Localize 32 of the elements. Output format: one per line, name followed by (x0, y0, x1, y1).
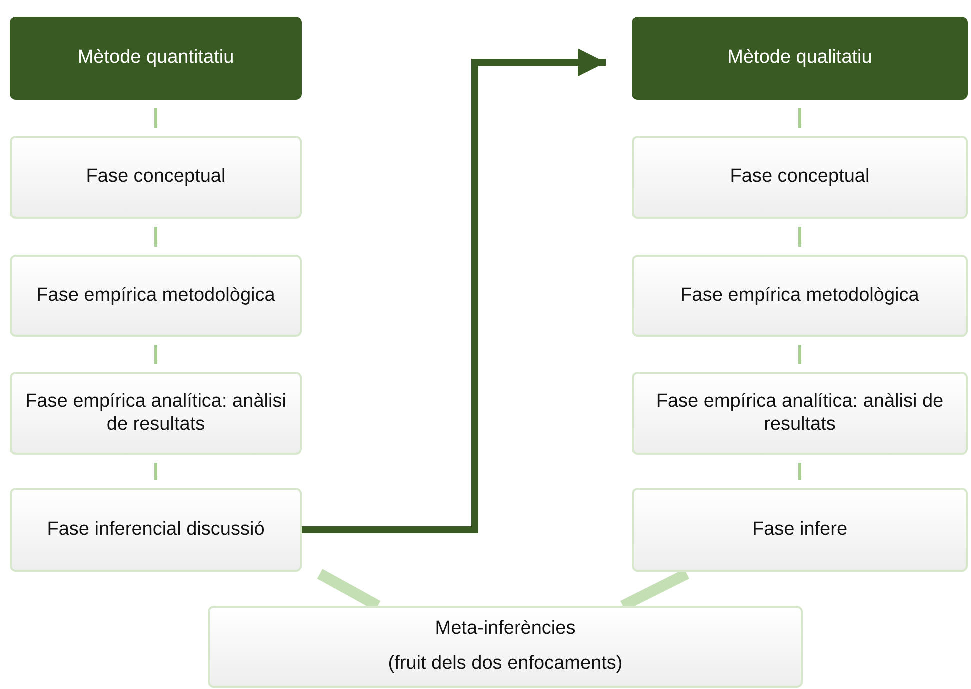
process-box (10, 136, 302, 219)
node-text: Fase infere (752, 518, 848, 542)
process-box (208, 606, 803, 688)
process-box (10, 372, 302, 455)
process-box (10, 488, 302, 572)
process-box (632, 372, 968, 455)
arrow (798, 345, 802, 364)
node-text: Fase conceptual (86, 166, 226, 189)
arrow (302, 48, 606, 534)
node-text: Fase conceptual (730, 166, 870, 189)
node-text: Meta-inferències (435, 618, 576, 641)
header-box (10, 17, 302, 100)
node-text: (fruit dels dos enfocaments) (388, 653, 623, 676)
node-text: Fase inferencial discussió (47, 518, 265, 542)
node-text: Fase empírica metodològica (36, 284, 276, 308)
node-text: Fase empírica analítica: anàlisi de resultats (24, 390, 288, 436)
arrow (154, 345, 158, 364)
process-box (632, 255, 968, 337)
arrow (798, 227, 802, 247)
node-text: Mètode quantitatiu (78, 47, 234, 70)
arrow (154, 227, 158, 247)
arrow (798, 463, 802, 480)
arrow (154, 108, 158, 128)
node-text: Mètode qualitatiu (728, 47, 872, 70)
header-box (632, 17, 968, 100)
node-text: Fase empírica analítica: anàlisi de resultats (655, 390, 945, 436)
arrow (154, 463, 158, 480)
node-text: Fase empírica metodològica (680, 284, 920, 308)
arrow (798, 108, 802, 128)
process-box (10, 255, 302, 337)
process-box (632, 136, 968, 219)
process-box (632, 488, 968, 572)
